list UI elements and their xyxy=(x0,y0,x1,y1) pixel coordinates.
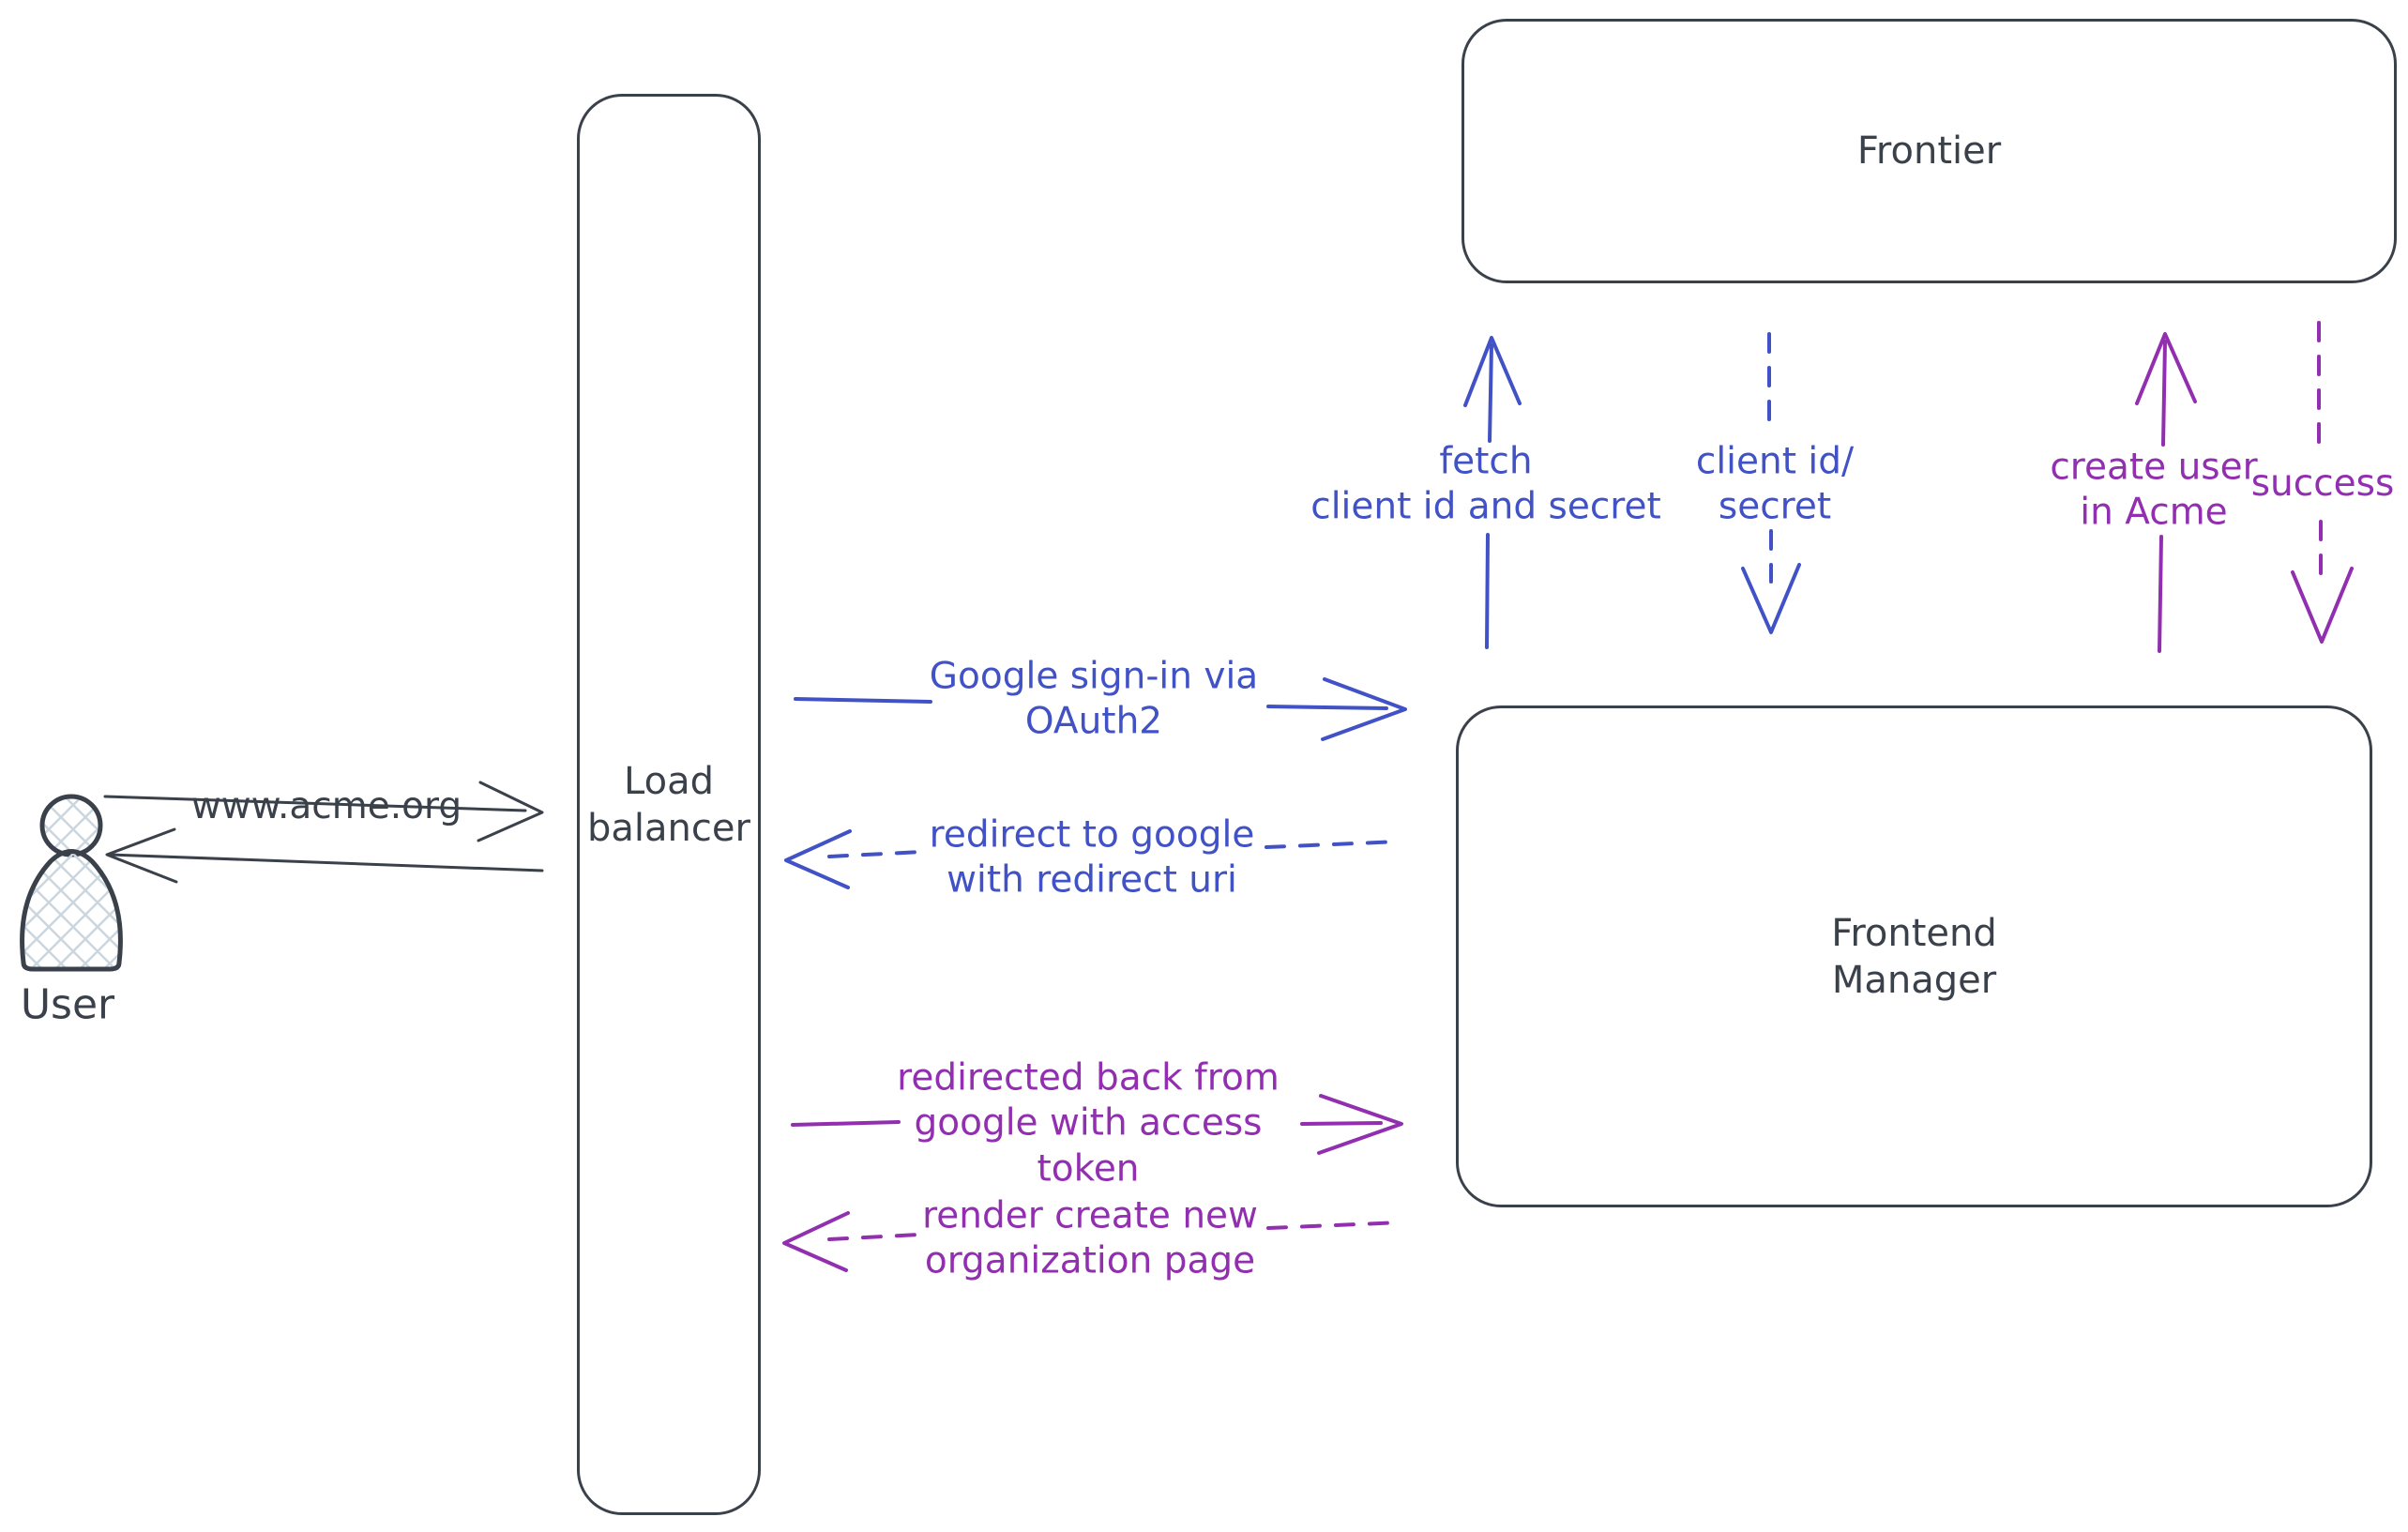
arrow-google-signin[interactable] xyxy=(794,677,1407,741)
user-label: User xyxy=(20,980,115,1029)
client-id-secret-label: client id/ secret xyxy=(1695,440,1855,528)
arrow-fetch-client-id[interactable] xyxy=(1463,336,1522,649)
frontier-label: Frontier xyxy=(1856,129,2002,173)
fetch-client-id-label: fetch client id and secret xyxy=(1310,440,1661,528)
redirect-to-google-label: redirect to google with redirect uri xyxy=(929,813,1255,902)
frontend-manager-label: Frontend Manager xyxy=(1831,911,1997,1002)
arrow-client-id-secret[interactable] xyxy=(1741,332,1801,634)
arrow-render-org-page[interactable] xyxy=(782,1211,1403,1272)
arrow-www-acme-request[interactable] xyxy=(103,781,544,842)
render-org-page-label: render create new organization page xyxy=(922,1194,1258,1282)
arrow-redirected-back[interactable] xyxy=(791,1094,1403,1155)
node-load-balancer[interactable]: Load balancer xyxy=(577,94,761,1515)
arrow-create-user[interactable] xyxy=(2135,332,2197,653)
create-user-label: create user in Acme xyxy=(2050,446,2258,534)
user-icon[interactable] xyxy=(20,794,123,972)
google-signin-label: Google sign-in via OAuth2 xyxy=(929,655,1259,743)
arrow-success[interactable] xyxy=(2291,321,2354,644)
load-balancer-label: Load balancer xyxy=(587,759,750,850)
node-frontend-manager[interactable]: Frontend Manager xyxy=(1456,705,2372,1207)
arrow-redirect-to-google[interactable] xyxy=(784,829,1401,889)
redirected-back-label: redirected back from google with access … xyxy=(897,1056,1280,1191)
arrow-response-to-user[interactable] xyxy=(105,827,544,884)
success-label: success xyxy=(2250,462,2395,505)
node-frontier[interactable]: Frontier xyxy=(1461,19,2397,283)
www-acme-label: www.acme.org xyxy=(190,784,462,827)
